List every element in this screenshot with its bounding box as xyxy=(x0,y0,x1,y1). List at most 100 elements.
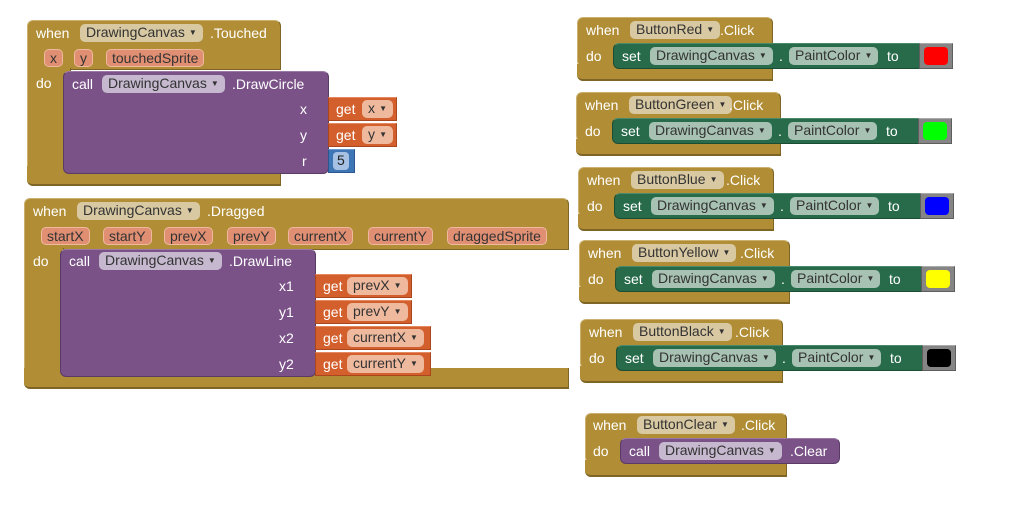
number-value[interactable]: 5 xyxy=(333,152,349,170)
color-swatch[interactable] xyxy=(927,349,951,367)
target-component-dropdown[interactable]: DrawingCanvas▼ xyxy=(653,349,776,367)
color-swatch[interactable] xyxy=(925,197,949,215)
component-name: DrawingCanvas xyxy=(658,270,757,286)
component-dropdown[interactable]: DrawingCanvas▼ xyxy=(80,24,203,42)
property-dropdown[interactable]: PaintColor▼ xyxy=(788,122,878,140)
var-dropdown-currentX[interactable]: currentX▼ xyxy=(347,329,424,347)
param-currentY[interactable]: currentY xyxy=(368,227,433,245)
color-swatch[interactable] xyxy=(923,122,947,140)
color-swatch[interactable] xyxy=(924,47,948,65)
param-x[interactable]: x xyxy=(44,49,63,67)
dot-label: . xyxy=(780,198,784,214)
dropdown-arrow-icon: ▼ xyxy=(867,353,876,362)
dropdown-arrow-icon: ▼ xyxy=(721,420,729,429)
get-label: get xyxy=(336,127,356,143)
call-component-dropdown[interactable]: DrawingCanvas▼ xyxy=(659,442,782,460)
var-dropdown-currentY[interactable]: currentY▼ xyxy=(347,355,424,373)
property-name: PaintColor xyxy=(795,47,861,63)
component-name: ButtonRed xyxy=(636,21,703,37)
to-label: to xyxy=(889,271,901,287)
component-name: DrawingCanvas xyxy=(665,442,764,458)
target-component-dropdown[interactable]: DrawingCanvas▼ xyxy=(652,270,775,288)
dropdown-arrow-icon: ▼ xyxy=(722,248,731,257)
arg-label-x: x xyxy=(300,101,307,117)
param-draggedSprite[interactable]: draggedSprite xyxy=(447,227,547,245)
param-currentX[interactable]: currentX xyxy=(288,227,353,245)
component-dropdown[interactable]: ButtonBlue▼ xyxy=(631,171,724,189)
call-drawline-block[interactable] xyxy=(60,249,316,377)
method-name: .Clear xyxy=(790,443,828,459)
component-dropdown[interactable]: ButtonRed▼ xyxy=(630,21,721,39)
dropdown-arrow-icon: ▼ xyxy=(767,446,776,455)
component-dropdown[interactable]: ButtonBlack▼ xyxy=(633,323,732,341)
dropdown-arrow-icon: ▼ xyxy=(761,353,770,362)
param-startX[interactable]: startX xyxy=(41,227,90,245)
color-swatch[interactable] xyxy=(926,270,950,288)
call-label: call xyxy=(629,443,651,459)
event-name: .Click xyxy=(735,324,770,340)
component-dropdown[interactable]: ButtonGreen▼ xyxy=(629,96,733,114)
event-name: .Dragged xyxy=(207,203,265,219)
target-component-dropdown[interactable]: DrawingCanvas▼ xyxy=(649,122,772,140)
call-component-dropdown[interactable]: DrawingCanvas▼ xyxy=(102,75,225,93)
arg-label-y1: y1 xyxy=(279,304,294,320)
var-dropdown-prevY[interactable]: prevY▼ xyxy=(347,303,408,321)
dropdown-arrow-icon: ▼ xyxy=(188,28,197,37)
component-name: ButtonClear xyxy=(643,416,717,432)
property-name: PaintColor xyxy=(796,197,862,213)
component-name: DrawingCanvas xyxy=(657,197,756,213)
event-name: .Click xyxy=(726,172,761,188)
dropdown-arrow-icon: ▼ xyxy=(379,104,387,113)
var-dropdown-prevX[interactable]: prevX▼ xyxy=(347,277,408,295)
arg-label-x1: x1 xyxy=(279,278,294,294)
get-label: get xyxy=(336,101,356,117)
component-name: ButtonBlue xyxy=(637,171,706,187)
dropdown-arrow-icon: ▼ xyxy=(717,327,726,336)
property-dropdown[interactable]: PaintColor▼ xyxy=(791,270,881,288)
dot-label: . xyxy=(779,48,783,64)
component-dropdown[interactable]: DrawingCanvas▼ xyxy=(77,202,200,220)
var-dropdown-y[interactable]: y▼ xyxy=(362,126,393,144)
dropdown-arrow-icon: ▼ xyxy=(210,79,219,88)
target-component-dropdown[interactable]: DrawingCanvas▼ xyxy=(651,197,774,215)
when-label: when xyxy=(593,417,627,433)
dropdown-arrow-icon: ▼ xyxy=(379,130,387,139)
call-label: call xyxy=(72,76,94,92)
do-label: do xyxy=(588,271,604,287)
var-name: prevY xyxy=(353,303,390,319)
component-dropdown[interactable]: ButtonClear ▼ xyxy=(637,416,735,434)
var-name: currentX xyxy=(353,329,406,345)
when-label: when xyxy=(587,172,621,188)
event-name: .Click xyxy=(740,245,775,261)
target-component-dropdown[interactable]: DrawingCanvas▼ xyxy=(650,47,773,65)
dropdown-arrow-icon: ▼ xyxy=(706,25,715,34)
do-label: do xyxy=(33,253,49,269)
property-name: PaintColor xyxy=(798,349,864,365)
arg-label-x2: x2 xyxy=(279,330,294,346)
when-label: when xyxy=(36,25,70,41)
dropdown-arrow-icon: ▼ xyxy=(865,201,874,210)
var-dropdown-x[interactable]: x▼ xyxy=(362,100,393,118)
component-name: DrawingCanvas xyxy=(656,47,755,63)
get-label: get xyxy=(323,330,343,346)
get-label: get xyxy=(323,278,343,294)
param-startY[interactable]: startY xyxy=(103,227,152,245)
do-label: do xyxy=(585,123,601,139)
param-prevX[interactable]: prevX xyxy=(164,227,213,245)
when-label: when xyxy=(33,203,67,219)
param-touchedSprite[interactable]: touchedSprite xyxy=(106,49,205,67)
property-dropdown[interactable]: PaintColor▼ xyxy=(789,47,879,65)
property-dropdown[interactable]: PaintColor▼ xyxy=(790,197,880,215)
property-name: PaintColor xyxy=(794,122,860,138)
property-dropdown[interactable]: PaintColor▼ xyxy=(792,349,882,367)
component-dropdown[interactable]: ButtonYellow▼ xyxy=(632,244,737,262)
param-y[interactable]: y xyxy=(74,49,93,67)
set-label: set xyxy=(625,350,644,366)
event-name: .Click xyxy=(741,417,776,433)
component-name: DrawingCanvas xyxy=(105,252,204,268)
param-prevY[interactable]: prevY xyxy=(227,227,276,245)
dropdown-arrow-icon: ▼ xyxy=(410,359,418,368)
call-component-dropdown[interactable]: DrawingCanvas▼ xyxy=(99,252,222,270)
do-label: do xyxy=(593,443,609,459)
dropdown-arrow-icon: ▼ xyxy=(709,175,718,184)
